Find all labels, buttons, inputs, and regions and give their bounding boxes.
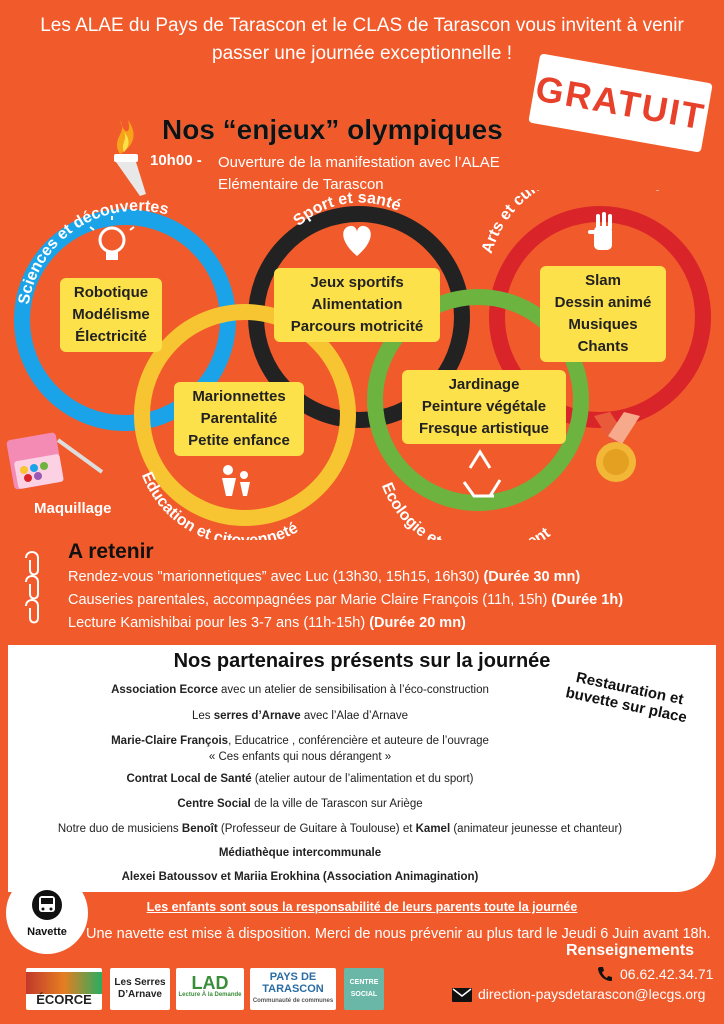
yellow-item-1: Marionnettes: [192, 388, 286, 405]
makeup-palette-icon: [6, 432, 104, 490]
black-ring-items: Jeux sportifs Alimentation Parcours motr…: [274, 268, 440, 342]
navette-text: Une navette est mise à disposition. Merc…: [86, 926, 711, 942]
red-ring-items: Slam Dessin animé Musiques Chants: [540, 266, 666, 362]
recycle-icon: [462, 449, 502, 498]
navette-label: Navette: [27, 926, 67, 938]
intro-line-1: Les ALAE du Pays de Tarascon et le CLAS …: [40, 15, 684, 36]
opening-line-1: Ouverture de la manifestation avec l’ALA…: [218, 154, 500, 171]
retenir-item-3: Lecture Kamishibai pour les 3-7 ans (11h…: [68, 615, 466, 631]
black-item-1: Jeux sportifs: [310, 274, 404, 291]
gratuit-badge: GRATUIT: [528, 53, 713, 153]
green-ring-items: Jardinage Peinture végétale Fresque arti…: [402, 370, 566, 444]
red-item-3: Musiques: [568, 316, 638, 333]
logo-serres-arnave: Les Serres D’Arnave: [110, 968, 170, 1010]
partner-musiciens: Notre duo de musiciens Benoît (Professeu…: [57, 823, 623, 835]
intro-line-2: passer une journée exceptionnelle !: [212, 43, 512, 64]
gratuit-text: GRATUIT: [532, 67, 709, 138]
renseignements-title: Renseignements: [566, 942, 695, 959]
responsibility-warning: Les enfants sont sous la responsabilité …: [146, 900, 578, 914]
page-title: Nos “enjeux” olympiques: [162, 114, 503, 145]
retenir-item-2: Causeries parentales, accompagnées par M…: [68, 592, 624, 608]
yellow-item-2: Parentalité: [200, 410, 278, 427]
olympic-rings: Sciences et découvertes Sport et santé A…: [6, 190, 711, 540]
lightbulb-icon: [89, 216, 135, 260]
partner-contrat-sante: Contrat Local de Santé (atelier autour d…: [126, 773, 474, 785]
opening-line-2: Elémentaire de Tarascon: [218, 176, 384, 193]
opening-text: Ouverture de la manifestation avec l’ALA…: [218, 152, 500, 196]
paperclip-icons: [25, 551, 39, 624]
logo-lad: LAD Lecture À la Demande: [176, 968, 244, 1010]
logo-pays-tarascon: PAYS DE TARASCON Communauté de communes: [250, 968, 336, 1010]
partner-marie-claire: Marie-Claire François, Educatrice , conf…: [111, 735, 489, 747]
heart-icon: [343, 225, 371, 256]
email-icon: [452, 988, 472, 1002]
bus-icon: [32, 890, 62, 920]
partners-title: Nos partenaires présents sur la journée: [173, 650, 551, 672]
partner-animagination: Alexei Batoussov et Mariia Erokhina (Ass…: [121, 871, 479, 883]
green-item-3: Fresque artistique: [418, 420, 550, 437]
yellow-ring-items: Marionnettes Parentalité Petite enfance: [174, 382, 304, 456]
green-item-1: Jardinage: [448, 376, 520, 393]
partner-marie-claire-book: « Ces enfants qui nous dérangent »: [208, 751, 392, 763]
opening-time: 10h00 -: [150, 152, 202, 169]
intro-text: Les ALAE du Pays de Tarascon et le CLAS …: [0, 12, 724, 68]
navette-badge: Navette: [6, 872, 88, 954]
partner-centre-social: Centre Social de la ville de Tarascon su…: [177, 798, 423, 810]
black-item-2: Alimentation: [311, 296, 403, 313]
hand-icon: [588, 212, 612, 250]
logo-ecorce: ÉCORCE: [26, 968, 102, 1010]
torch-icon: [114, 120, 146, 196]
black-item-3: Parcours motricité: [290, 318, 424, 335]
logo-centre-social: CENTRE SOCIAL: [344, 968, 384, 1010]
red-item-2: Dessin animé: [554, 294, 652, 311]
red-item-1: Slam: [585, 272, 621, 289]
yellow-ring: [134, 304, 356, 526]
phone-number[interactable]: 06.62.42.34.71: [620, 966, 714, 982]
maquillage-label: Maquillage: [34, 500, 112, 517]
partner-serres: Les serres d’Arnave avec l’Alae d’Arnave: [191, 710, 409, 722]
retenir-item-1: Rendez-vous "marionnetiques” avec Luc (1…: [68, 569, 581, 585]
email-address[interactable]: direction-paysdetarascon@lecgs.org: [478, 986, 706, 1002]
retenir-title: A retenir: [68, 540, 154, 563]
red-item-4: Chants: [577, 338, 629, 355]
green-item-2: Peinture végétale: [421, 398, 547, 415]
phone-icon: [598, 967, 612, 981]
blue-ring-items: Robotique Modélisme Électricité: [60, 278, 162, 352]
green-ring: [367, 289, 589, 511]
partner-ecorce: Association Ecorce avec un atelier de se…: [111, 684, 489, 696]
partner-mediatheque: Médiathèque intercommunale: [218, 847, 382, 859]
yellow-item-3: Petite enfance: [188, 432, 290, 449]
partners-box: [8, 645, 716, 892]
blue-item-2: Modélisme: [72, 306, 150, 323]
medal-icon: [594, 412, 640, 482]
blue-item-3: Électricité: [75, 328, 147, 345]
blue-item-1: Robotique: [73, 284, 149, 301]
family-icon: [222, 465, 250, 496]
